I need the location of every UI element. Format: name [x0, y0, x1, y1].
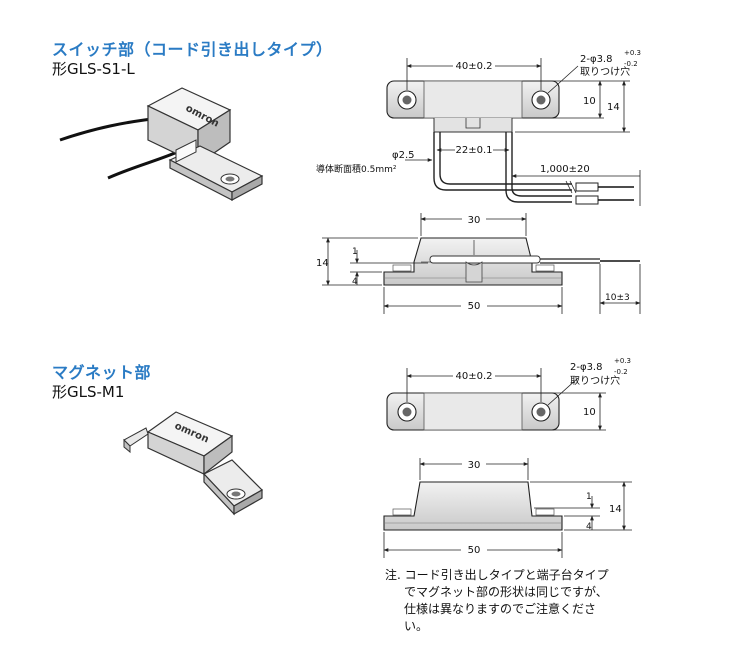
switch-side-dim-1: 1 — [352, 247, 358, 257]
magnet-side-width-50: 50 — [468, 545, 481, 556]
magnet-section-title: マグネット部 — [52, 363, 152, 382]
magnet-product-illustration: omron — [123, 411, 263, 516]
magnet-top-view: 40±0.2 2-φ3.8 +0.3 -0.2 取りつけ穴 10 — [386, 357, 631, 431]
switch-conductor-area: 導体断面積0.5mm² — [316, 163, 397, 175]
magnet-hole-tol-upper: +0.3 — [614, 357, 631, 365]
switch-top-height-10: 10 — [583, 96, 596, 107]
switch-cable-length: 1,000±20 — [540, 164, 590, 175]
magnet-model-label: 形GLS-M1 — [52, 383, 125, 401]
switch-pitch-22: 22±0.1 — [455, 145, 492, 156]
switch-side-width-50: 50 — [468, 301, 481, 312]
magnet-hole-note: 取りつけ穴 — [570, 374, 620, 387]
switch-side-height-14: 14 — [316, 258, 329, 269]
switch-hole-tol-lower: -0.2 — [624, 60, 638, 68]
switch-section-title: スイッチ部（コード引き出しタイプ） — [52, 40, 333, 59]
switch-hole-label: 2-φ3.8 — [580, 54, 612, 65]
switch-top-width-40: 40±0.2 — [455, 61, 492, 72]
switch-hole-note: 取りつけ穴 — [580, 65, 630, 78]
switch-side-view: 30 14 1 4 50 10±3 — [316, 212, 641, 314]
magnet-side-height-14: 14 — [609, 504, 622, 515]
note-line-4: い。 — [404, 619, 429, 633]
magnet-side-view: 30 1 4 14 50 — [383, 457, 632, 558]
note-line-2: でマグネット部の形状は同じですが、 — [404, 585, 608, 599]
switch-product-illustration: omron — [59, 87, 264, 201]
switch-top-height-14: 14 — [607, 102, 620, 113]
switch-hole-tol-upper: +0.3 — [624, 49, 641, 57]
magnet-side-dim-1: 1 — [586, 492, 592, 502]
switch-lead-length-10: 10±3 — [605, 293, 630, 303]
switch-side-width-30: 30 — [468, 215, 481, 226]
switch-top-view: 40±0.2 2-φ3.8 +0.3 -0.2 取りつけ穴 10 14 22±0… — [316, 49, 641, 206]
magnet-hole-label: 2-φ3.8 — [570, 362, 602, 373]
magnet-hole-tol-lower: -0.2 — [614, 368, 628, 376]
magnet-side-dim-4: 4 — [586, 522, 592, 532]
magnet-top-height-10: 10 — [583, 407, 596, 418]
caution-note: 注. コード引き出しタイプと端子台タイプ でマグネット部の形状は同じですが、 仕… — [385, 567, 685, 635]
magnet-top-width-40: 40±0.2 — [455, 371, 492, 382]
switch-model-label: 形GLS-S1-L — [52, 60, 135, 78]
note-line-1: 注. コード引き出しタイプと端子台タイプ — [385, 568, 609, 582]
switch-cable-diameter: φ2.5 — [392, 150, 415, 161]
magnet-side-width-30: 30 — [468, 460, 481, 471]
switch-side-dim-4: 4 — [352, 277, 358, 287]
note-line-3: 仕様は異なりますのでご注意くださ — [404, 602, 597, 616]
